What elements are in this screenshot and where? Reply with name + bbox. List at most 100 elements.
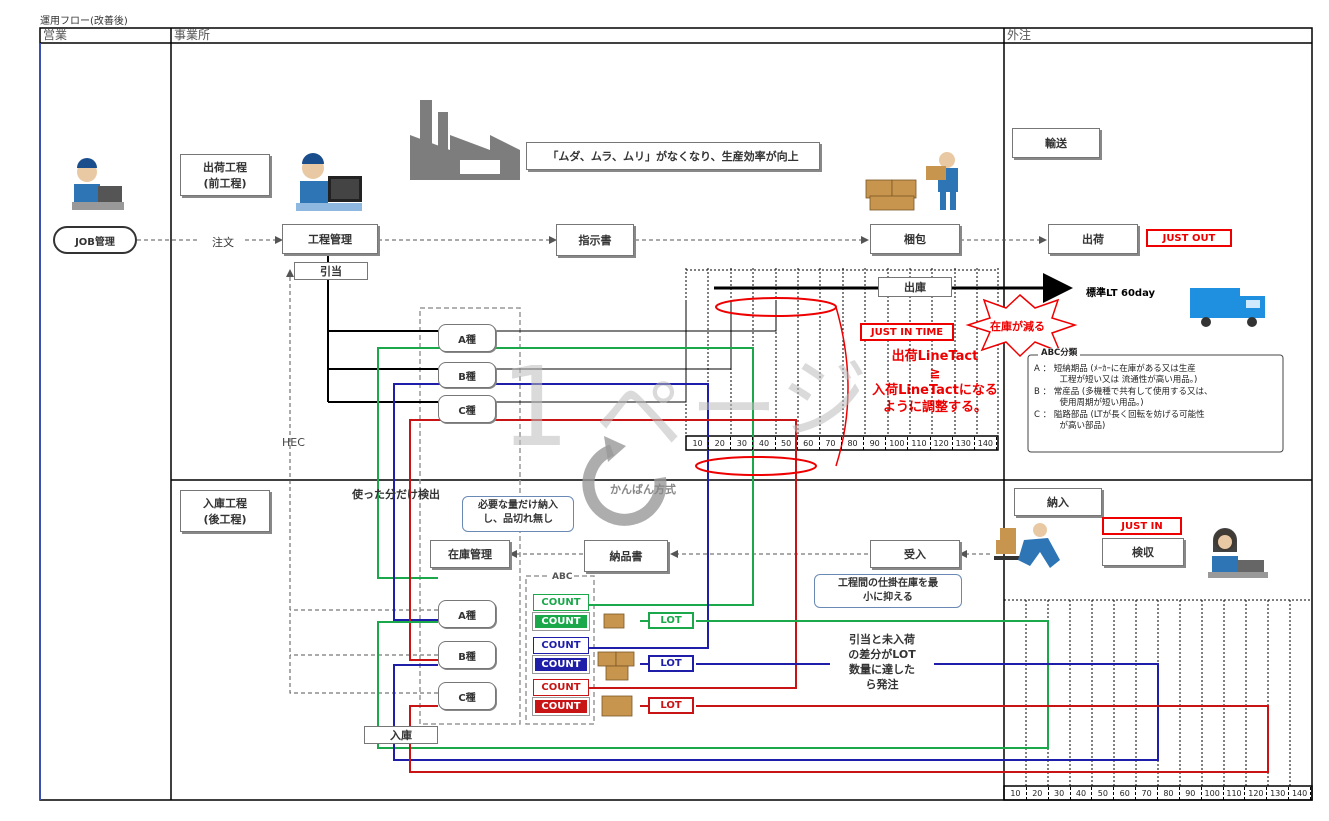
just-in-label: JUST IN [1102, 517, 1182, 535]
storage-node[interactable]: 入庫 [364, 726, 438, 744]
svg-text:ー: ー [690, 358, 778, 461]
red-message-line3: 入荷LineTactになる [872, 383, 998, 398]
tick: 130 [1267, 787, 1290, 800]
worker-cart-icon [994, 523, 1060, 568]
tick: 110 [908, 437, 931, 450]
type-c-bottom[interactable]: C種 [438, 682, 496, 710]
abc-box-label: ABC [550, 572, 575, 582]
tick: 110 [1224, 787, 1246, 800]
shipping-node[interactable]: 出荷 [1048, 224, 1138, 254]
tick: 100 [886, 437, 909, 450]
process-management-node[interactable]: 工程管理 [282, 224, 378, 254]
count-b-1: COUNT [533, 637, 589, 654]
type-b-top[interactable]: B種 [438, 362, 496, 388]
tick: 100 [1202, 787, 1224, 800]
tick: 40 [753, 437, 776, 450]
instruction-document[interactable]: 指示書 [556, 224, 634, 256]
standard-lt-label: 標準LT 60day [1086, 288, 1156, 299]
job-management-node[interactable]: JOB管理 [53, 226, 137, 254]
watermark-page: 1 [500, 343, 570, 471]
tick: 90 [1180, 787, 1202, 800]
tick: 10 [687, 437, 710, 450]
lot-b: LOT [648, 655, 694, 672]
banner-message: 「ムダ、ムラ、ムリ」がなくなり、生産効率が向上 [526, 142, 820, 170]
tick: 90 [864, 437, 887, 450]
type-c-top[interactable]: C種 [438, 395, 496, 423]
tick: 70 [1136, 787, 1159, 800]
abc-legend-line: が高い部品) [1034, 421, 1106, 431]
type-b-bottom[interactable]: B種 [438, 641, 496, 669]
just-in-time-label: JUST IN TIME [860, 323, 954, 341]
type-a-top[interactable]: A種 [438, 324, 496, 352]
tick: 50 [776, 437, 798, 450]
lane-sales-header: 営業 [43, 28, 68, 42]
tick: 130 [953, 437, 975, 450]
red-message: 出荷LineTact ≧ 入荷LineTactになる ように調整する。 [860, 348, 1010, 416]
supply-node[interactable]: 納入 [1014, 488, 1102, 516]
tick: 10 [1005, 787, 1027, 800]
cardboard-boxes-icon [865, 179, 917, 211]
abc-legend-line: 工程が短い又は 流通性が高い用品。) [1034, 375, 1198, 385]
tick: 20 [709, 437, 732, 450]
wip-callout: 工程間の仕掛在庫を最 小に抑える [814, 574, 962, 608]
tick: 120 [1245, 787, 1268, 800]
svg-text:ジ: ジ [780, 348, 868, 451]
lot-a: LOT [648, 612, 694, 629]
truck-icon [1190, 288, 1265, 327]
kanban-label: かんばん方式 [610, 483, 676, 496]
order-rule-text: 引当と未入荷 の差分がLOT 数量に達した ら発注 [830, 632, 934, 692]
tick: 50 [1092, 787, 1115, 800]
abc-legend-title: ABC分類 [1038, 348, 1081, 360]
tick: 70 [820, 437, 842, 450]
used-only-label: 使った分だけ検出 [352, 488, 440, 501]
ship-process-title: 出荷工程 (前工程) [180, 154, 270, 196]
lot-c: LOT [648, 697, 694, 714]
count-b-2: COUNT [532, 655, 590, 674]
abc-legend-line: 使用周期が短い用品。) [1034, 398, 1144, 408]
tick: 60 [1114, 787, 1137, 800]
count-a-1: COUNT [533, 594, 589, 611]
abc-legend-line: B ： 常産品 (多機種で共有して使用する又は、 [1034, 386, 1213, 397]
count-c-1: COUNT [533, 679, 589, 696]
person-pc-icon [72, 158, 124, 210]
tick: 40 [1071, 787, 1093, 800]
count-a-2: COUNT [532, 612, 590, 631]
issue-node[interactable]: 出庫 [878, 277, 952, 297]
count-c-2: COUNT [532, 697, 590, 716]
stock-down-label: 在庫が減る [990, 320, 1045, 333]
woman-pc-icon [1208, 528, 1268, 578]
small-box-icon [597, 613, 635, 717]
tick: 120 [931, 437, 953, 450]
tick: 30 [1049, 787, 1071, 800]
just-out-label: JUST OUT [1146, 229, 1232, 247]
person-desktop-icon [296, 153, 362, 211]
red-message-line2: ≧ [929, 366, 941, 381]
receive-node[interactable]: 受入 [870, 540, 960, 568]
tick: 80 [842, 437, 865, 450]
page-title: 運用フロー(改善後) [40, 16, 128, 27]
lane-office-header: 事業所 [174, 28, 211, 42]
transport-node[interactable]: 輸送 [1012, 128, 1100, 158]
tick: 60 [798, 437, 820, 450]
stock-management-node[interactable]: 在庫管理 [430, 540, 510, 568]
delivery-note-document[interactable]: 納品書 [584, 540, 668, 572]
red-message-line4: ように調整する。 [882, 400, 987, 415]
red-message-line1: 出荷LineTact [891, 349, 979, 364]
needed-callout: 必要な量だけ納入 し、品切れ無し [462, 496, 574, 532]
inspection-node[interactable]: 検収 [1102, 538, 1184, 566]
packing-node[interactable]: 梱包 [870, 224, 960, 254]
tick: 80 [1158, 787, 1180, 800]
abc-legend-line: A ： 短納期品 (ﾒｰｶｰに在庫がある又は生産 [1034, 363, 1196, 374]
type-a-bottom[interactable]: A種 [438, 600, 496, 628]
tick: 140 [975, 437, 997, 450]
tick: 30 [731, 437, 754, 450]
kanban-cycle-icon [582, 436, 667, 526]
lane-outsource-header: 外注 [1007, 28, 1032, 42]
allocate-node[interactable]: 引当 [294, 262, 368, 280]
tick: 20 [1027, 787, 1049, 800]
order-label: 注文 [212, 236, 234, 249]
abc-legend: ABC分類 A ： 短納期品 (ﾒｰｶｰに在庫がある又は生産 工程が短い又は 流… [1034, 348, 1279, 433]
